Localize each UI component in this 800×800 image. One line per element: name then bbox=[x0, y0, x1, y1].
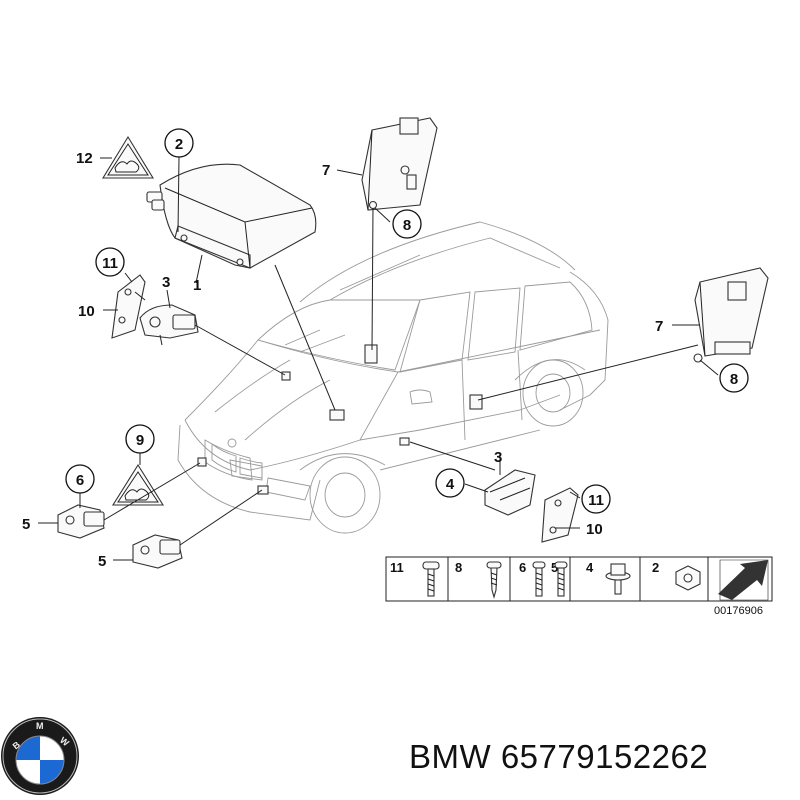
airbag-control-module bbox=[146, 163, 317, 269]
bracket-left bbox=[111, 274, 146, 339]
strip-item-8-number: 8 bbox=[455, 560, 462, 575]
side-bracket-4 bbox=[484, 469, 536, 516]
callout-4: 4 bbox=[446, 476, 455, 493]
callout-8-upper: 8 bbox=[403, 217, 411, 234]
strip-item-2-number: 2 bbox=[652, 560, 659, 575]
screw-icon bbox=[554, 561, 568, 597]
front-sensor-5-lower bbox=[132, 534, 183, 569]
car-illustration bbox=[177, 221, 609, 534]
callout-8-side: 8 bbox=[730, 371, 738, 388]
front-sensor-mount-left bbox=[197, 457, 207, 467]
screw-icon bbox=[532, 561, 546, 597]
sensor-mount-mark bbox=[281, 371, 291, 381]
airbag-warning-icon bbox=[114, 160, 140, 173]
self-tapping-screw-icon bbox=[486, 561, 502, 600]
warning-label-12 bbox=[102, 135, 154, 179]
strip-item-11-number: 11 bbox=[390, 560, 404, 575]
strip-item-5-number: 5 bbox=[551, 560, 558, 575]
svg-text:M: M bbox=[36, 721, 44, 731]
callout-7-upper: 7 bbox=[322, 162, 330, 179]
callout-7-side: 7 bbox=[655, 318, 663, 335]
callout-2: 2 bbox=[175, 136, 183, 153]
bracket-mount-mark bbox=[364, 344, 378, 364]
flange-bolt-icon bbox=[605, 563, 631, 595]
callout-6: 6 bbox=[76, 472, 84, 489]
callout-5-lower: 5 bbox=[98, 553, 106, 570]
direction-arrow-icon bbox=[718, 559, 769, 601]
callout-10-right: 10 bbox=[586, 521, 603, 538]
sensor-bracket-upper bbox=[361, 117, 438, 211]
warning-label-9 bbox=[112, 463, 164, 506]
part-number-caption: BMW 65779152262 bbox=[409, 738, 708, 776]
side-sensor-mount-mark bbox=[469, 394, 483, 410]
strip-item-6-number: 6 bbox=[519, 560, 526, 575]
callout-3-lower: 3 bbox=[494, 449, 502, 466]
door-sensor-mount bbox=[399, 437, 410, 446]
diagram-reference-number: 00176906 bbox=[714, 605, 763, 617]
front-sensor-5-upper bbox=[57, 504, 105, 539]
screw-icon bbox=[422, 561, 440, 597]
leader-lines bbox=[38, 156, 719, 561]
nut-icon bbox=[675, 565, 701, 591]
part-number: 65779152262 bbox=[500, 738, 709, 775]
callout-11-left: 11 bbox=[102, 255, 118, 272]
sensor-bracket-side bbox=[693, 267, 769, 363]
callout-1: 1 bbox=[193, 277, 201, 294]
airbag-warning-icon bbox=[124, 488, 150, 501]
callout-9: 9 bbox=[136, 432, 144, 449]
strip-item-4-number: 4 bbox=[586, 560, 594, 575]
brand-name: BMW bbox=[409, 738, 492, 775]
callout-3-upper: 3 bbox=[162, 274, 170, 291]
module-mount-mark bbox=[329, 409, 345, 421]
bracket-right-10 bbox=[541, 487, 579, 543]
front-crash-sensor-3 bbox=[139, 304, 199, 346]
svg-text:B: B bbox=[11, 739, 23, 751]
callout-10-left: 10 bbox=[78, 303, 95, 320]
bmw-logo: B M W bbox=[1, 717, 79, 795]
callout-11-right: 11 bbox=[588, 492, 604, 509]
callout-12: 12 bbox=[76, 150, 93, 167]
front-sensor-mount-right bbox=[257, 485, 269, 495]
callout-5-upper: 5 bbox=[22, 516, 30, 533]
callout-labels: 12 2 1 7 8 11 10 3 7 8 9 6 5 5 4 3 11 10 bbox=[22, 128, 749, 570]
fastener-parts-strip: 11 8 6 5 4 2 bbox=[385, 556, 773, 617]
